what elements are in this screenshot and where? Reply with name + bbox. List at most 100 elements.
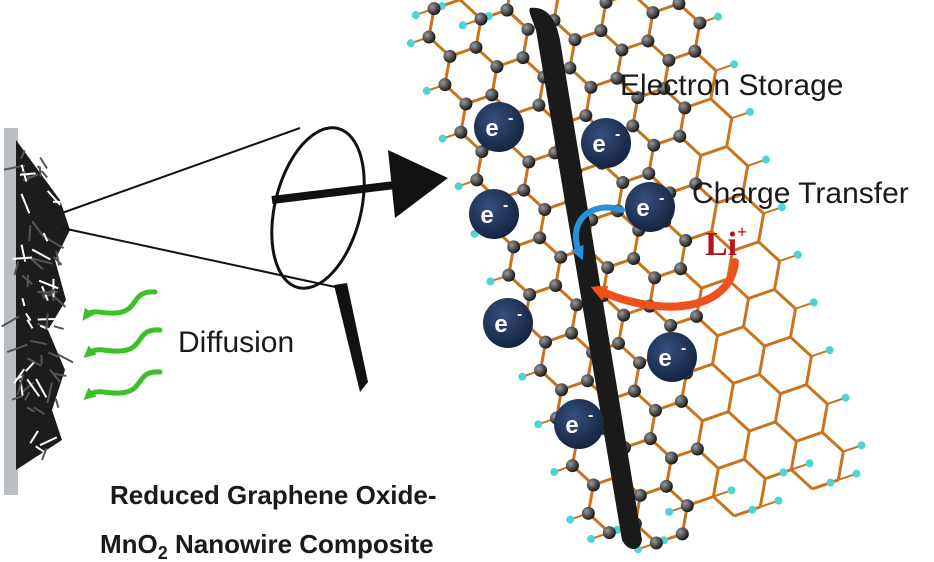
nanowire [20,244,27,262]
hydrogen-atom [438,134,447,143]
electron-symbol: e [658,345,671,372]
lithium-ion-symbol: Li [705,226,737,263]
hydrogen-atom [761,155,770,164]
hydrogen-atom [826,478,835,487]
carbon-bond [820,403,829,433]
zoom-line-top [61,127,301,214]
li-transfer-arrow [590,258,739,311]
carbon-atom [549,278,563,292]
electron-symbol: e [485,115,498,142]
carbon-bond [773,260,782,290]
electrode [1,128,74,495]
hydrogen-atom [665,507,674,516]
carbon-bond [748,420,776,433]
carbon-atom [584,80,598,94]
carbon-atom [516,51,530,65]
carbon-bond [795,430,823,443]
carbon-bond [741,193,765,215]
diffusion-label: Diffusion [178,326,294,359]
nanowire [25,361,35,372]
magnifier-lens [270,126,366,290]
carbon-atom [459,97,473,111]
carbon-atom [568,33,582,47]
carbon-atom [581,374,595,388]
nanowire [39,156,48,170]
carbon-atom [581,506,595,520]
diffusion-arrow [82,289,158,321]
hydrogen-atom [486,277,495,286]
zoom-indicator [61,126,448,392]
nanowire [53,372,67,377]
carbon-bond [710,202,719,232]
magnifier-handle [334,283,368,392]
carbon-atom [616,176,630,190]
carbon-atom [555,383,569,397]
current-collector [4,128,18,495]
nanowire [46,382,53,404]
nanowire [30,339,48,346]
carbon-atom [602,526,616,540]
mno2-nanowire [529,7,642,549]
nanowire [37,160,44,172]
electron: e - [554,399,604,449]
nanowire [19,172,36,176]
carbon-atom [539,335,553,349]
zoom-line-bottom [61,227,341,289]
nanowire-cluster [16,140,70,470]
electron-charge: - [615,126,620,143]
nanowire [42,232,49,242]
carbon-atom [631,91,645,105]
carbon-atom [662,53,676,67]
composite-title-line2: MnO2 Nanowire Composite [100,529,434,562]
nanowire [41,447,48,461]
electron: e - [469,189,519,239]
electron-symbol: e [636,195,649,222]
carbon-bond [709,97,733,120]
carbon-bond [757,345,766,375]
carbon-atom [533,231,547,245]
hydrogen-atom [587,534,596,543]
hydrogen-atom [777,203,786,212]
composite-title-line1: Reduced Graphene Oxide- [110,480,437,510]
carbon-bond [709,70,718,100]
hydrogen-atom [422,86,431,95]
carbon-bond [773,288,797,310]
carbon-atom [673,129,687,143]
nanowire [13,261,20,276]
carbon-atom [633,356,647,370]
carbon-atom [522,155,536,169]
nanowire [52,295,67,308]
nanowire [26,319,34,329]
carbon-atom [647,138,661,152]
hydrogen-atom [454,182,463,191]
carbon-bond [732,240,760,253]
carbon-atom [690,442,704,456]
carbon-atom [470,173,484,187]
electron-charge: - [681,340,686,357]
nanowire [28,256,44,270]
carbon-atom [594,24,608,38]
hydrogen-atom [458,21,467,30]
carbon-bond [758,373,782,395]
hydrogen-atom [518,372,527,381]
lithium-ion: Li + [705,222,747,263]
carbon-bond [717,325,745,338]
lithium-ion-charge: + [737,222,747,242]
nanowire [13,368,25,384]
carbon-bond [742,430,751,460]
nanowire [38,279,59,290]
carbon-atom [627,251,641,265]
carbon-atom [690,309,704,323]
carbon-atom [612,336,626,350]
carbon-bond [742,325,766,348]
carbon-atom [579,109,593,123]
carbon-atom [627,384,641,398]
carbon-bond [821,431,845,453]
carbon-atom [678,101,692,115]
electron-charge: - [659,190,664,207]
carbon-atom [438,78,452,92]
carbon-bond [804,356,813,385]
carbon-atom [427,2,441,16]
hydrogen-atom [745,107,754,116]
